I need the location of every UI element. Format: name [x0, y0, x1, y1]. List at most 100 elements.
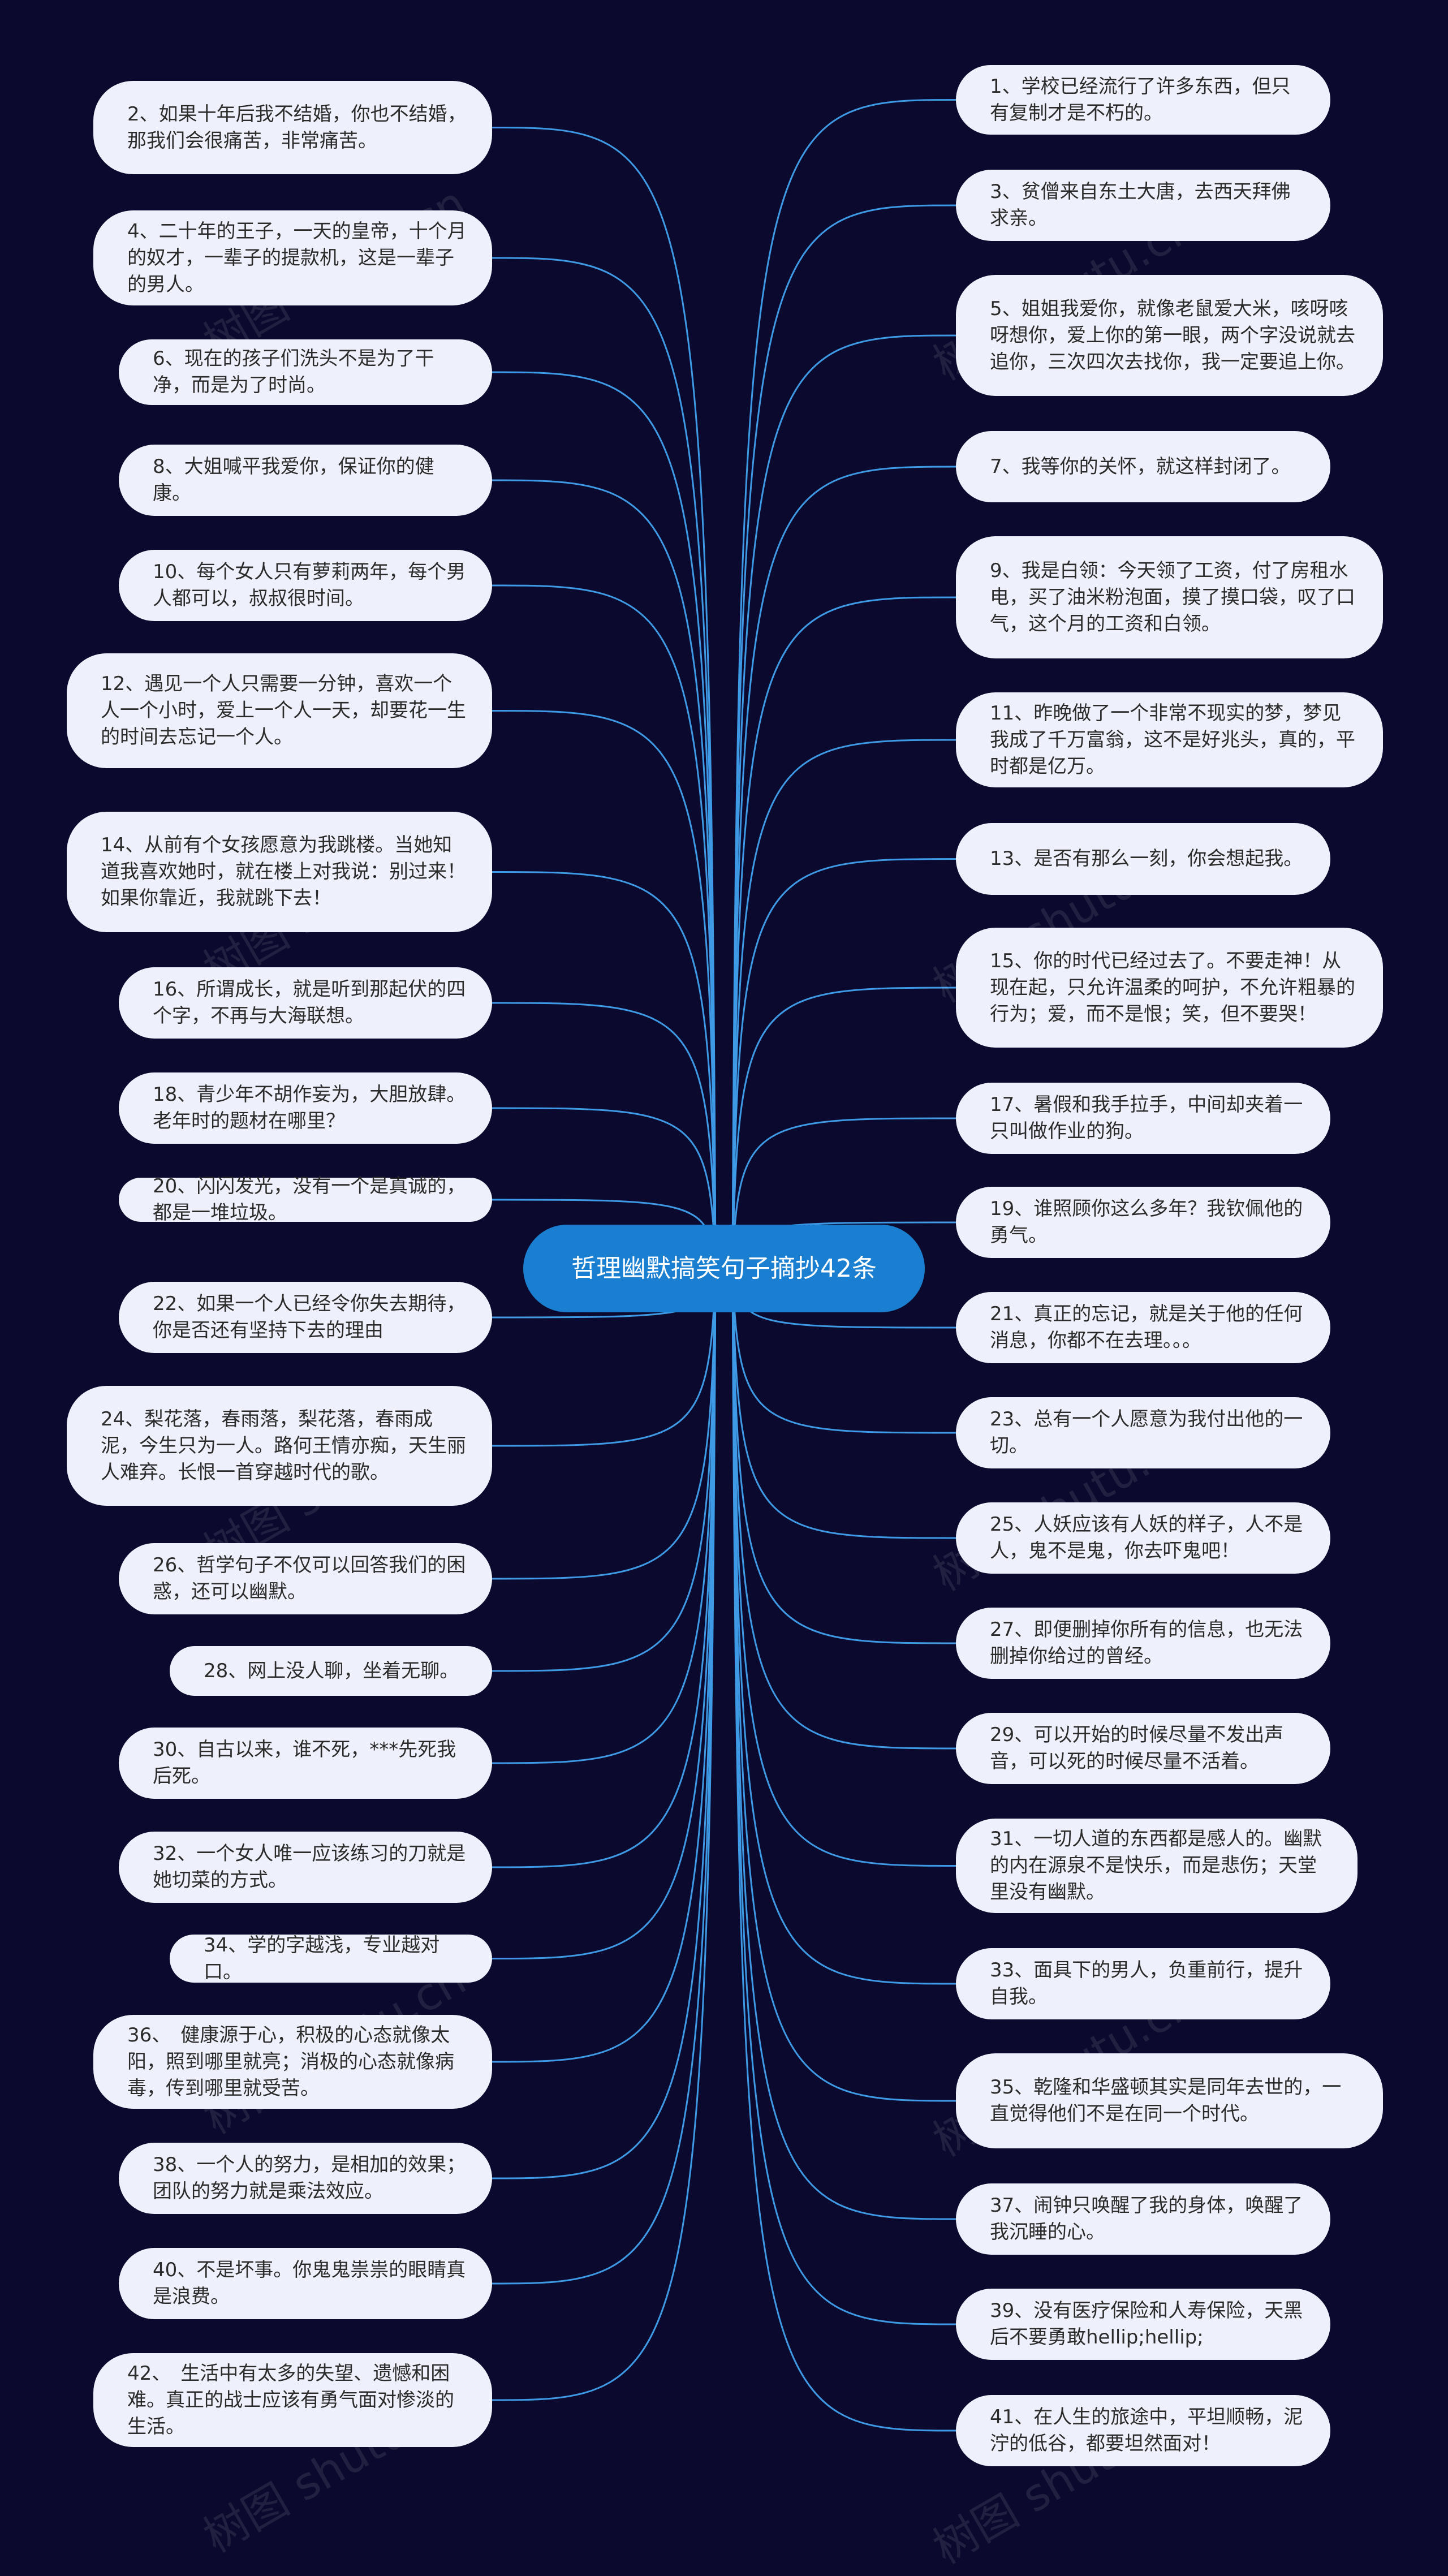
right-branch-node[interactable]: 3、贫僧来自东土大唐，去西天拜佛求亲。: [956, 170, 1330, 241]
right-branch-text: 11、昨晚做了一个非常不现实的梦，梦见我成了千万富翁，这不是好兆头，真的，平时都…: [990, 701, 1355, 778]
right-connector: [731, 466, 959, 1269]
left-branch-node[interactable]: 6、现在的孩子们洗头不是为了干净，而是为了时尚。: [119, 339, 492, 405]
left-connector: [489, 1268, 717, 2401]
left-branch-node[interactable]: 32、一个女人唯一应该练习的刀就是她切菜的方式。: [119, 1832, 492, 1903]
left-branch-node[interactable]: 36、 健康源于心，积极的心态就像太阳，照到哪里就亮；消极的心态就像病毒，传到哪…: [93, 2015, 492, 2109]
right-branch-node[interactable]: 1、学校已经流行了许多东西，但只有复制才是不朽的。: [956, 65, 1330, 135]
left-branch-node[interactable]: 22、如果一个人已经令你失去期待，你是否还有坚持下去的理由: [119, 1282, 492, 1353]
left-branch-text: 4、二十年的王子，一天的皇帝，十个月的奴才，一辈子的提款机，这是一辈子的男人。: [127, 219, 467, 296]
center-topic-node[interactable]: 哲理幽默搞笑句子摘抄42条: [523, 1225, 925, 1312]
right-branch-node[interactable]: 27、即便删掉你所有的信息，也无法删掉你给过的曾经。: [956, 1608, 1330, 1679]
left-branch-node[interactable]: 34、学的字越浅，专业越对口。: [170, 1934, 492, 1983]
right-branch-node[interactable]: 15、你的时代已经过去了。不要走神！从现在起，只允许温柔的呵护，不允许粗暴的行为…: [956, 928, 1383, 1048]
left-connector: [489, 1268, 717, 1764]
right-branch-node[interactable]: 19、谁照顾你这么多年？我钦佩他的勇气。: [956, 1187, 1330, 1258]
left-branch-node[interactable]: 12、遇见一个人只需要一分钟，喜欢一个人一个小时，爱上一个人一天，却要花一生的时…: [67, 653, 492, 768]
right-branch-node[interactable]: 23、总有一个人愿意为我付出他的一切。: [956, 1397, 1330, 1468]
left-branch-node[interactable]: 24、梨花落，春雨落，梨花落，春雨成泥，今生只为一人。路何王情亦痴，天生丽人难弃…: [67, 1386, 492, 1506]
right-branch-node[interactable]: 11、昨晚做了一个非常不现实的梦，梦见我成了千万富翁，这不是好兆头，真的，平时都…: [956, 692, 1383, 787]
left-branch-text: 22、如果一个人已经令你失去期待，你是否还有坚持下去的理由: [153, 1293, 466, 1342]
right-branch-node[interactable]: 35、乾隆和华盛顿其实是同年去世的，一直觉得他们不是在同一个时代。: [956, 2053, 1383, 2148]
left-connector: [489, 257, 717, 1269]
left-branch-node[interactable]: 8、大姐喊平我爱你，保证你的健康。: [119, 445, 492, 516]
right-connector: [731, 987, 959, 1269]
left-branch-node[interactable]: 18、青少年不胡作妄为，大胆放肆。老年时的题材在哪里？: [119, 1072, 492, 1144]
right-branch-text: 21、真正的忘记，就是关于他的任何消息，你都不在去理。。。: [990, 1303, 1303, 1352]
right-branch-text: 5、姐姐我爱你，就像老鼠爱大米，咳呀咳呀想你，爱上你的第一眼，两个字没说就去追你…: [990, 297, 1355, 373]
right-branch-text: 25、人妖应该有人妖的样子，人不是人，鬼不是鬼，你去吓鬼吧！: [990, 1513, 1303, 1562]
right-branch-text: 35、乾隆和华盛顿其实是同年去世的，一直觉得他们不是在同一个时代。: [990, 2076, 1342, 2125]
left-branch-node[interactable]: 38、一个人的努力，是相加的效果；团队的努力就是乘法效应。: [119, 2143, 492, 2214]
right-branch-node[interactable]: 39、没有医疗保险和人寿保险，天黑后不要勇敢hellip;hellip;: [956, 2289, 1330, 2360]
right-branch-node[interactable]: 25、人妖应该有人妖的样子，人不是人，鬼不是鬼，你去吓鬼吧！: [956, 1502, 1330, 1574]
left-connector: [489, 1268, 717, 1580]
left-connector: [489, 1268, 717, 1672]
right-branch-node[interactable]: 31、一切人道的东西都是感人的。幽默的内在源泉不是快乐，而是悲伤；天堂里没有幽默…: [956, 1819, 1358, 1913]
left-branch-text: 38、一个人的努力，是相加的效果；团队的努力就是乘法效应。: [153, 2153, 466, 2203]
right-connector: [731, 1268, 959, 2102]
right-connector: [731, 1268, 959, 1750]
right-branch-node[interactable]: 21、真正的忘记，就是关于他的任何消息，你都不在去理。。。: [956, 1292, 1330, 1363]
left-branch-text: 16、所谓成长，就是听到那起伏的四个字，不再与大海联想。: [153, 978, 466, 1027]
left-branch-node[interactable]: 10、每个女人只有萝莉两年，每个男人都可以，叔叔很时间。: [119, 550, 492, 621]
left-branch-text: 36、 健康源于心，积极的心态就像太阳，照到哪里就亮；消极的心态就像病毒，传到哪…: [127, 2023, 454, 2100]
left-branch-node[interactable]: 16、所谓成长，就是听到那起伏的四个字，不再与大海联想。: [119, 967, 492, 1039]
center-topic-label: 哲理幽默搞笑句子摘抄42条: [571, 1253, 877, 1283]
right-branch-node[interactable]: 9、我是白领：今天领了工资，付了房租水电，买了油米粉泡面，摸了摸口袋，叹了口气，…: [956, 536, 1383, 658]
right-connector: [731, 1268, 959, 1867]
right-connector: [731, 1268, 959, 1539]
left-branch-text: 20、闪闪发光，没有一个是真诚的，都是一堆垃圾。: [153, 1175, 466, 1224]
right-branch-node[interactable]: 37、闹钟只唤醒了我的身体，唤醒了我沉睡的心。: [956, 2183, 1330, 2255]
left-branch-node[interactable]: 42、 生活中有太多的失望、遗憾和困难。真正的战士应该有勇气面对惨淡的生活。: [93, 2353, 492, 2447]
left-connector: [489, 871, 717, 1269]
right-branch-text: 19、谁照顾你这么多年？我钦佩他的勇气。: [990, 1197, 1303, 1247]
right-connector: [731, 739, 959, 1269]
left-branch-node[interactable]: 4、二十年的王子，一天的皇帝，十个月的奴才，一辈子的提款机，这是一辈子的男人。: [93, 210, 492, 305]
left-branch-text: 6、现在的孩子们洗头不是为了干净，而是为了时尚。: [153, 347, 434, 397]
left-branch-node[interactable]: 40、不是坏事。你鬼鬼祟祟的眼睛真是浪费。: [119, 2248, 492, 2319]
right-branch-text: 27、即便删掉你所有的信息，也无法删掉你给过的曾经。: [990, 1618, 1303, 1668]
left-branch-text: 42、 生活中有太多的失望、遗憾和困难。真正的战士应该有勇气面对惨淡的生活。: [127, 2362, 454, 2438]
left-branch-text: 24、梨花落，春雨落，梨花落，春雨成泥，今生只为一人。路何王情亦痴，天生丽人难弃…: [101, 1407, 466, 1484]
right-branch-text: 1、学校已经流行了许多东西，但只有复制才是不朽的。: [990, 75, 1291, 124]
right-connector: [731, 334, 959, 1269]
left-branch-node[interactable]: 20、闪闪发光，没有一个是真诚的，都是一堆垃圾。: [119, 1175, 492, 1224]
left-branch-node[interactable]: 2、如果十年后我不结婚，你也不结婚，那我们会很痛苦，非常痛苦。: [93, 81, 492, 174]
right-connector: [731, 858, 959, 1269]
right-connector: [731, 1268, 959, 1644]
right-branch-text: 7、我等你的关怀，就这样封闭了。: [990, 455, 1291, 478]
left-branch-node[interactable]: 14、从前有个女孩愿意为我跳楼。当她知道我喜欢她时，就在楼上对我说：别过来！如果…: [67, 812, 492, 932]
right-branch-node[interactable]: 7、我等你的关怀，就这样封闭了。: [956, 431, 1330, 502]
left-branch-node[interactable]: 26、哲学句子不仅可以回答我们的困惑，还可以幽默。: [119, 1543, 492, 1614]
left-connector: [489, 479, 717, 1269]
right-connector: [731, 1117, 959, 1269]
right-branch-node[interactable]: 41、在人生的旅途中，平坦顺畅，泥泞的低谷，都要坦然面对！: [956, 2395, 1330, 2466]
left-branch-node[interactable]: 28、网上没人聊，坐着无聊。: [170, 1646, 492, 1696]
left-connector: [489, 1107, 717, 1269]
left-connector: [489, 1268, 717, 1447]
left-branch-text: 14、从前有个女孩愿意为我跳楼。当她知道我喜欢她时，就在楼上对我说：别过来！如果…: [101, 834, 466, 910]
right-branch-node[interactable]: 17、暑假和我手拉手，中间却夹着一只叫做作业的狗。: [956, 1083, 1330, 1154]
left-branch-text: 18、青少年不胡作妄为，大胆放肆。老年时的题材在哪里？: [153, 1083, 466, 1132]
left-connector: [489, 1002, 717, 1269]
right-connector: [731, 1268, 959, 2432]
right-connector: [731, 204, 959, 1269]
left-branch-text: 10、每个女人只有萝莉两年，每个男人都可以，叔叔很时间。: [153, 561, 466, 610]
right-branch-node[interactable]: 13、是否有那么一刻，你会想起我。: [956, 823, 1330, 895]
left-connector: [489, 1268, 717, 2063]
right-branch-text: 31、一切人道的东西都是感人的。幽默的内在源泉不是快乐，而是悲伤；天堂里没有幽默…: [990, 1828, 1322, 1903]
right-branch-text: 37、闹钟只唤醒了我的身体，唤醒了我沉睡的心。: [990, 2194, 1303, 2243]
left-connector: [489, 127, 717, 1269]
right-branch-text: 9、我是白领：今天领了工资，付了房租水电，买了油米粉泡面，摸了摸口袋，叹了口气，…: [990, 559, 1355, 635]
right-connector: [731, 1268, 959, 1985]
left-branch-text: 2、如果十年后我不结婚，你也不结婚，那我们会很痛苦，非常痛苦。: [127, 102, 467, 152]
right-connector: [731, 1268, 959, 2325]
right-branch-node[interactable]: 5、姐姐我爱你，就像老鼠爱大米，咳呀咳呀想你，爱上你的第一眼，两个字没说就去追你…: [956, 275, 1383, 396]
left-connector: [489, 1268, 717, 1868]
left-branch-node[interactable]: 30、自古以来，谁不死，***先死我后死。: [119, 1728, 492, 1799]
right-branch-node[interactable]: 33、面具下的男人，负重前行，提升自我。: [956, 1948, 1330, 2019]
left-branch-text: 12、遇见一个人只需要一分钟，喜欢一个人一个小时，爱上一个人一天，却要花一生的时…: [101, 673, 466, 748]
left-branch-text: 40、不是坏事。你鬼鬼祟祟的眼睛真是浪费。: [153, 2259, 466, 2308]
right-branch-node[interactable]: 29、可以开始的时候尽量不发出声音，可以死的时候尽量不活着。: [956, 1713, 1330, 1784]
